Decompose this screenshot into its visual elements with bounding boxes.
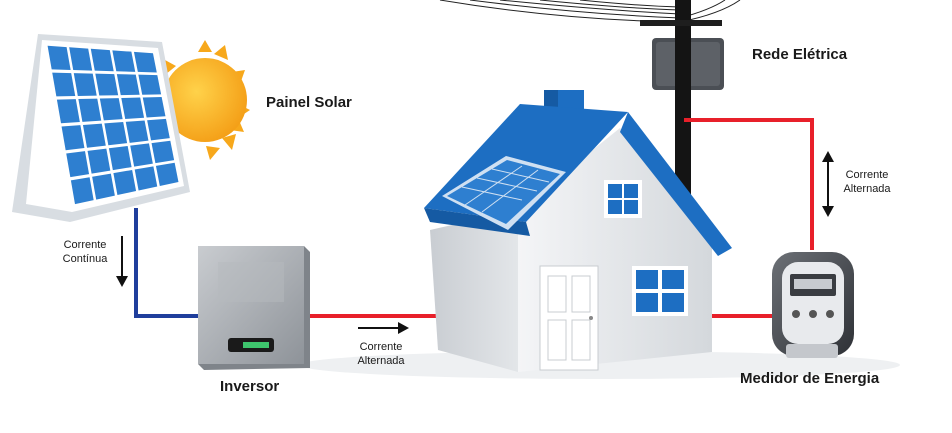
solar-cell [142,97,166,118]
solar-cell [73,73,97,96]
inverter [198,246,310,370]
solar-cell [134,166,158,191]
sun-icon [163,40,250,160]
solar-cell [130,143,153,167]
pole-crossarm [640,20,722,26]
label-dc-current-line2: Contínua [62,253,108,265]
label-solar-panel: Painel Solar [266,94,352,111]
label-ac-current-right-line2: Alternada [843,183,891,195]
label-grid: Rede Elétrica [752,46,848,63]
dc-current-arrow [116,236,128,287]
ac-current-arrow-left [358,322,409,334]
solar-cell [92,173,115,200]
solar-cell [61,125,85,151]
solar-cell [52,72,76,97]
solar-cell [133,51,157,73]
solar-cell [87,148,111,174]
solar-cell [138,74,162,95]
solar-cell [113,169,137,196]
utility-pole [675,0,691,195]
solar-cell [69,47,93,71]
front-door [539,265,599,371]
solar-cell [108,145,132,171]
solar-cell [56,99,80,124]
solar-cell [112,50,136,72]
label-inverter: Inversor [220,378,280,395]
solar-cell [70,177,94,205]
label-ac-current-right-line1: Corrente [845,169,889,181]
side-window [632,266,688,316]
solar-cell [78,98,102,122]
pole-transformer [652,36,724,92]
solar-cell [121,97,145,119]
label-ac-current-left-line2: Alternada [357,355,405,367]
solar-panel [12,34,190,222]
ac-wire-pole-meter [684,118,814,250]
solar-cell [147,118,170,141]
house [424,90,732,372]
solar-cell [47,45,71,70]
label-ac-current-left: Corrente Alternada [346,340,416,368]
solar-cell [151,140,175,164]
upper-window [604,180,642,218]
power-lines [439,0,741,23]
solar-cell [66,151,90,178]
label-dc-current-line1: Corrente [63,239,107,251]
dc-wire [134,208,198,318]
label-meter: Medidor de Energia [740,370,880,387]
solar-cell [104,122,128,146]
solar-cell [155,162,179,186]
label-ac-current-right: Corrente Alternada [834,168,900,196]
solar-cell [82,123,106,148]
label-dc-current: Corrente Contínua [52,238,118,266]
solar-cell [90,48,114,72]
label-ac-current-left-line1: Corrente [359,341,403,353]
solar-cell [116,74,140,96]
solar-cell [95,73,119,96]
energy-meter [772,252,854,358]
ac-current-arrow-right [822,151,834,217]
ground-shadow [300,351,900,379]
solar-cell [99,98,123,121]
solar-cell [125,120,149,143]
